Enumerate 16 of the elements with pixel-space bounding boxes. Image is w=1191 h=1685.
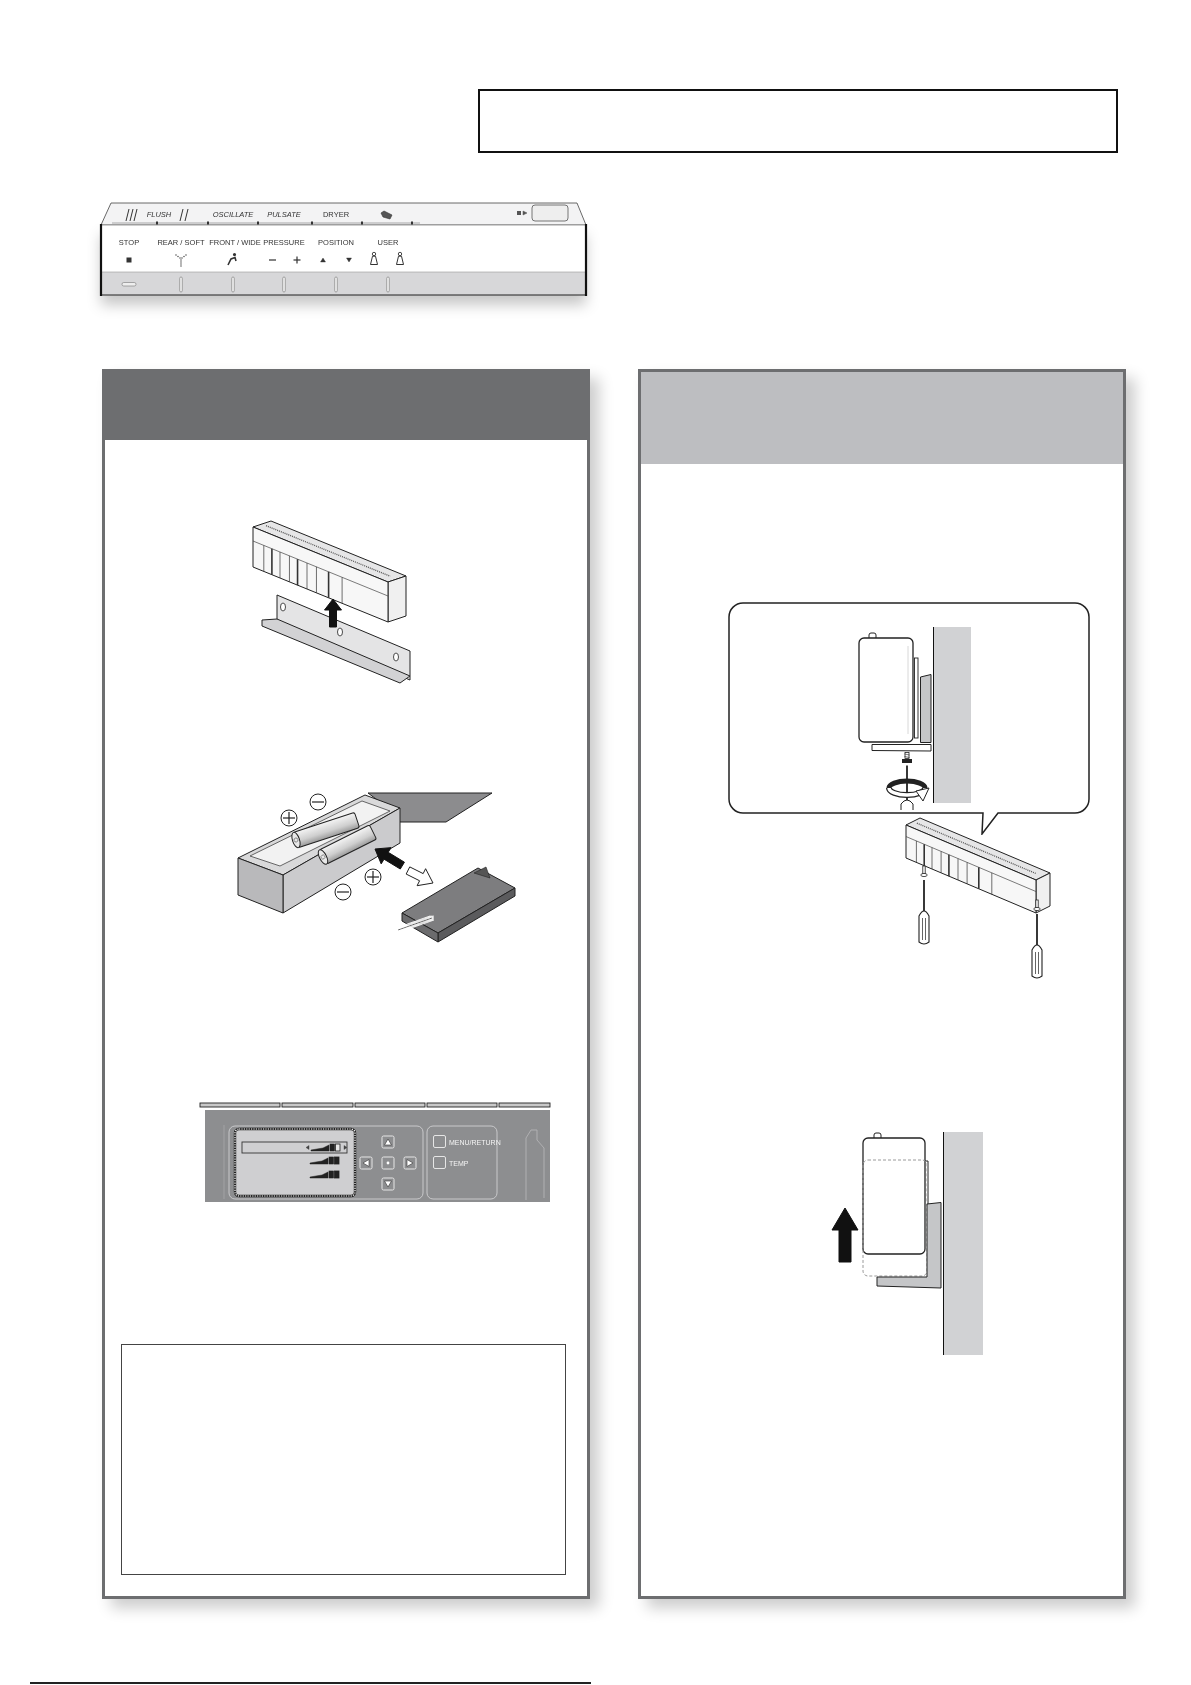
screw-drawing xyxy=(901,752,913,764)
remote-control-drawing xyxy=(251,517,409,625)
header-band xyxy=(105,372,587,440)
title-frame xyxy=(478,89,1118,153)
wall-bracket-drawing xyxy=(920,673,932,743)
remote-control-drawing xyxy=(857,631,919,743)
leader-line xyxy=(397,917,433,931)
screwdriver-drawing xyxy=(900,765,914,810)
note-frame xyxy=(121,1344,566,1575)
header-band xyxy=(641,372,1123,464)
battery-cover-drawing xyxy=(401,866,517,944)
remote-control-drawing xyxy=(861,1131,930,1278)
wall-bracket-drawing xyxy=(876,1201,942,1289)
instruction-panel xyxy=(102,369,590,1599)
wall-bracket-drawing xyxy=(261,594,412,685)
instruction-panel xyxy=(638,369,1126,1599)
